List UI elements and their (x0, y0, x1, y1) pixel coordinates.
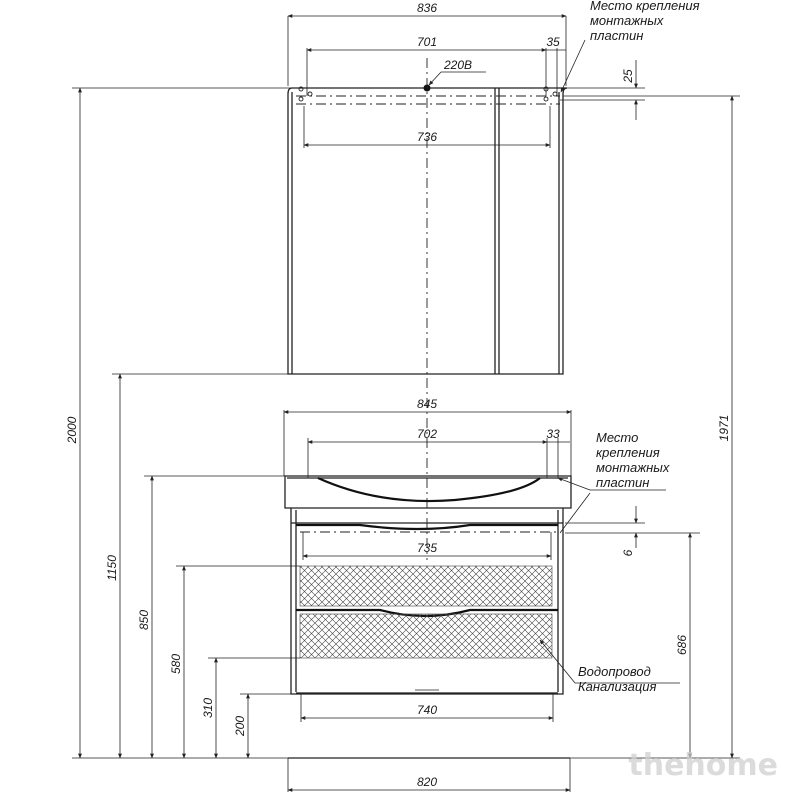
dim-label-25: 25 (621, 69, 635, 84)
washbasin-outline (284, 475, 572, 509)
right-height-dimension: 1971 (563, 95, 740, 759)
dim-label-702: 702 (417, 427, 437, 441)
dim-label-820: 820 (417, 775, 437, 789)
dim-label-686: 686 (675, 635, 689, 655)
height-dimensions: 2000 1150 850 580 310 200 (65, 87, 300, 759)
upper-drawer-edge (296, 523, 558, 531)
dim-label-35: 35 (546, 35, 560, 49)
mount-note-line-2: монтажных (590, 13, 664, 28)
watermark: thehome (628, 748, 778, 783)
dim-label-701: 701 (417, 35, 437, 49)
dim-label-736: 736 (417, 130, 437, 144)
utilities-zone-lower (299, 613, 553, 659)
dim-label-200: 200 (233, 716, 247, 737)
dim-label-1150: 1150 (105, 555, 119, 581)
utilities-note-sewer: Канализация (578, 679, 656, 694)
dim-label-740: 740 (417, 703, 437, 717)
dim-label-310: 310 (201, 698, 215, 718)
dim-label-580: 580 (169, 654, 183, 674)
mount-note-line-3: пластин (590, 28, 643, 43)
socket-label: 220В (443, 58, 472, 72)
dim-label-836: 836 (417, 1, 437, 15)
dim-label-33: 33 (546, 427, 560, 441)
dim-label-850: 850 (137, 610, 151, 630)
vanity-mount-note-line-2: крепления (596, 445, 660, 460)
vanity-mount-note-line-3: монтажных (596, 460, 670, 475)
utilities-note-water: Водопровод (578, 664, 651, 679)
washbasin-bowl-curve (317, 476, 541, 503)
dim-label-845: 845 (417, 397, 437, 411)
mirror-cabinet: 836 701 35 220В 736 (287, 0, 700, 560)
dim-label-735: 735 (417, 541, 437, 555)
vanity-unit: 845 702 33 Место крепления монтажных (283, 397, 700, 792)
vanity-mount-note-line-4: пластин (596, 475, 649, 490)
vanity-cabinet-outline (290, 508, 564, 695)
mount-note-line-1: Место крепления (590, 0, 700, 13)
dim-label-2000: 2000 (65, 416, 79, 444)
dim-label-6: 6 (621, 549, 635, 556)
vanity-mount-note-line-1: Место (596, 430, 638, 445)
dim-label-1971: 1971 (717, 415, 731, 442)
utilities-zone-upper (299, 565, 553, 607)
